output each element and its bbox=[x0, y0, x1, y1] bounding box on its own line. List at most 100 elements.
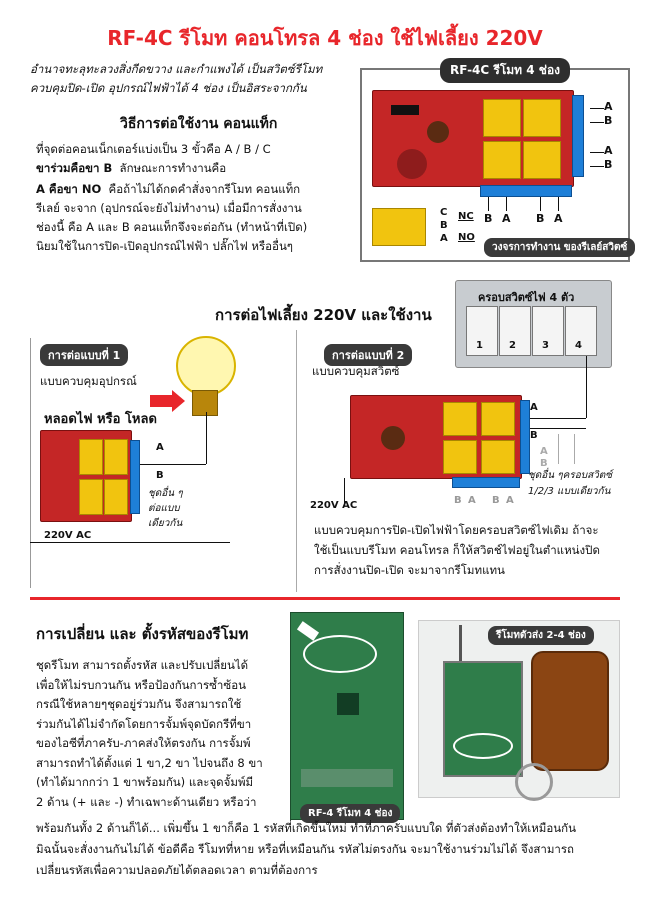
red-arrow-head bbox=[172, 390, 185, 412]
ghost-terminal-label: B bbox=[454, 495, 462, 506]
arrow-line bbox=[558, 197, 559, 211]
method1-power: 220V AC bbox=[44, 530, 92, 541]
code-full-text: พร้อมกันทั้ง 2 ด้านก็ได้... เพิ่มขึ้น 1 … bbox=[36, 818, 636, 881]
contact-bold: A คือขา NO bbox=[36, 182, 102, 196]
switch-key bbox=[565, 306, 597, 356]
side-note-line: เดียวกัน bbox=[148, 518, 183, 529]
relay bbox=[523, 99, 561, 137]
arrow-line bbox=[488, 197, 489, 211]
ghost-wire bbox=[574, 434, 575, 464]
jumper-circle bbox=[453, 733, 513, 759]
switch-title: ครอบสวิตซ์ไฟ 4 ตัว bbox=[478, 291, 575, 304]
jumper-circle bbox=[303, 635, 377, 673]
method2-paragraph-line: ใช้เป็นแบบรีโมท คอนโทรล ก็ให้สวิตช์ไฟอยู… bbox=[314, 543, 600, 557]
code-line: ของไอซีที่ภาครับ-ภาคส่งให้ตรงกัน การจั้ม… bbox=[36, 736, 251, 750]
wire bbox=[140, 464, 206, 465]
lightbulb-icon bbox=[176, 336, 236, 396]
method2-note-line: 1/2/3 แบบเดียวกัน bbox=[528, 486, 611, 497]
contact-rest: ลักษณะการทำงานคือ bbox=[119, 161, 227, 175]
terminal-label: A bbox=[604, 144, 613, 157]
method2-desc: แบบควบคุมสวิตซ์ bbox=[312, 364, 400, 378]
method2-power: 220V AC bbox=[310, 500, 358, 511]
terminal-label: A bbox=[604, 100, 613, 113]
switch-number: 3 bbox=[542, 340, 549, 351]
code-line: ร่วมกันได้ไม่จำกัดโดยการจั้มพ์จุดบัดกรีท… bbox=[36, 716, 252, 731]
terminal-label: A bbox=[502, 212, 511, 225]
page-title: RF-4C รีโมท คอนโทรล 4 ช่อง ใช้ไฟเลี้ยง 2… bbox=[107, 26, 543, 50]
remote-photo bbox=[418, 620, 620, 801]
code-line: ชุดรีโมท สามารถตั้งรหัส และปรับเปลี่ยนได… bbox=[36, 658, 249, 672]
relay bbox=[523, 141, 561, 179]
code-line: กรณีใช้หลายๆชุดอยู่ร่วมกัน จึงสามารถใช้ bbox=[36, 697, 242, 711]
code-line: 2 ด้าน (+ และ -) ทำเฉพาะด้านเดียว หรือว่… bbox=[36, 794, 257, 809]
relay bbox=[443, 402, 477, 436]
switch-number: 2 bbox=[509, 340, 516, 351]
method1-side-note: ชุดอื่น ๆ ต่อแบบ เดียวกัน bbox=[148, 486, 183, 531]
side-note-line: ชุดอื่น ๆ bbox=[148, 488, 183, 499]
wiring-heading: การต่อไฟเลี้ยง 220V และใช้งาน bbox=[215, 306, 432, 324]
pcb-trace bbox=[301, 769, 393, 787]
relay-closeup bbox=[372, 208, 426, 246]
keyring-icon bbox=[515, 763, 553, 801]
code-full-line: เปลี่ยนรหัสเพื่อความปลอดภัยได้ตลอดเวลา ต… bbox=[36, 863, 318, 877]
method1-desc: แบบควบคุมอุปกรณ์ bbox=[40, 374, 137, 388]
wire bbox=[206, 412, 207, 464]
contact-line: นิยมใช้ในการปิด-เปิดอุปกรณ์ไฟฟ้า ปลั๊กไฟ… bbox=[36, 239, 293, 253]
capacitor bbox=[427, 121, 449, 143]
contact-line: ขาร่วมคือขา B ลักษณะการทำงานคือ bbox=[36, 159, 366, 178]
code-heading: การเปลี่ยน และ ตั้งรหัสของรีโมท bbox=[36, 625, 249, 643]
contact-bold: ขาร่วมคือขา B bbox=[36, 161, 113, 175]
antenna bbox=[459, 625, 462, 661]
method2-paragraph-line: แบบควบคุมการปิด-เปิดไฟฟ้าโดยครอบสวิตซ์ไฟ… bbox=[314, 523, 599, 537]
ghost-a-label: A bbox=[540, 446, 548, 457]
switch-key bbox=[499, 306, 531, 356]
code-full-line: มิฉนั้นจะสั่งงานกันไม่ได้ ข้อดีคือ รีโมท… bbox=[36, 842, 575, 856]
bulb-base bbox=[192, 390, 218, 416]
terminal-label: A bbox=[554, 212, 563, 225]
method2-note: ชุดอื่น ๆครอบสวิตซ์ 1/2/3 แบบเดียวกัน bbox=[528, 468, 612, 500]
pcb-hole bbox=[337, 693, 359, 715]
ghost-terminal-label: B bbox=[492, 495, 500, 506]
relay bbox=[481, 402, 515, 436]
arrow-line bbox=[540, 197, 541, 211]
method1-a-label: A bbox=[156, 442, 164, 453]
method1-divider bbox=[30, 338, 31, 588]
intro-line: ควบคุมปิด-เปิด อุปกรณ์ไฟฟ้าได้ 4 ช่อง เป… bbox=[30, 81, 307, 95]
section-divider-red bbox=[30, 597, 620, 600]
contact-line: ช่องนี้ คือ A และ B คอนแท็กจึงจะต่อกัน (… bbox=[36, 220, 308, 234]
contact-line: รีเลย์ จะจาก (อุปกรณ์จะยังไม่ทำงาน) เมื่… bbox=[36, 201, 302, 215]
relay bbox=[443, 440, 477, 474]
method2-a-label: A bbox=[530, 402, 538, 413]
relay bbox=[481, 440, 515, 474]
power-wire bbox=[30, 542, 230, 543]
switch-number: 4 bbox=[575, 340, 582, 351]
relay bbox=[104, 479, 128, 515]
wire bbox=[586, 356, 587, 418]
method1-b-label: B bbox=[156, 470, 164, 481]
ic-chip bbox=[391, 105, 419, 115]
capacitor bbox=[397, 149, 427, 179]
code-full-line: พร้อมกันทั้ง 2 ด้านก็ได้... เพิ่มขึ้น 1 … bbox=[36, 821, 576, 835]
code-line: เพื่อให้ไม่รบกวนกัน หรือป้องกันการซ้ำซ้อ… bbox=[36, 677, 246, 692]
arrow-line bbox=[590, 166, 604, 167]
code-text: ชุดรีโมท สามารถตั้งรหัส และปรับเปลี่ยนได… bbox=[36, 656, 274, 812]
arrow-line bbox=[590, 122, 604, 123]
bulb-label: หลอดไฟ หรือ โหลด bbox=[44, 412, 157, 427]
method2-paragraph-line: การสั่งงานปิด-เปิด จะมาจากรีโมทแทน bbox=[314, 563, 505, 577]
capacitor bbox=[381, 426, 405, 450]
switch-key bbox=[532, 306, 564, 356]
relay-pin-label: B bbox=[440, 220, 448, 231]
section-divider bbox=[296, 330, 297, 592]
ghost-terminal-label: A bbox=[506, 495, 514, 506]
red-arrow-icon bbox=[150, 395, 176, 407]
terminal-label: B bbox=[604, 158, 613, 171]
intro-line: อำนาจทะลุทะลวงสิ่งกีดขวาง และกำแพงได้ เป… bbox=[30, 62, 323, 76]
method1-badge: การต่อแบบที่ 1 bbox=[40, 344, 129, 366]
contact-heading: วิธีการต่อใช้งาน คอนแท็ก bbox=[120, 116, 278, 132]
board-box-label: RF-4C รีโมท 4 ช่อง bbox=[440, 58, 571, 83]
relay bbox=[483, 141, 521, 179]
relay bbox=[79, 479, 103, 515]
power-wire bbox=[344, 478, 345, 506]
relay bbox=[79, 439, 103, 475]
code-line: สามารถทำได้ตั้งแต่ 1 ขา,2 ขา ไปจนถึง 8 ข… bbox=[36, 755, 263, 770]
